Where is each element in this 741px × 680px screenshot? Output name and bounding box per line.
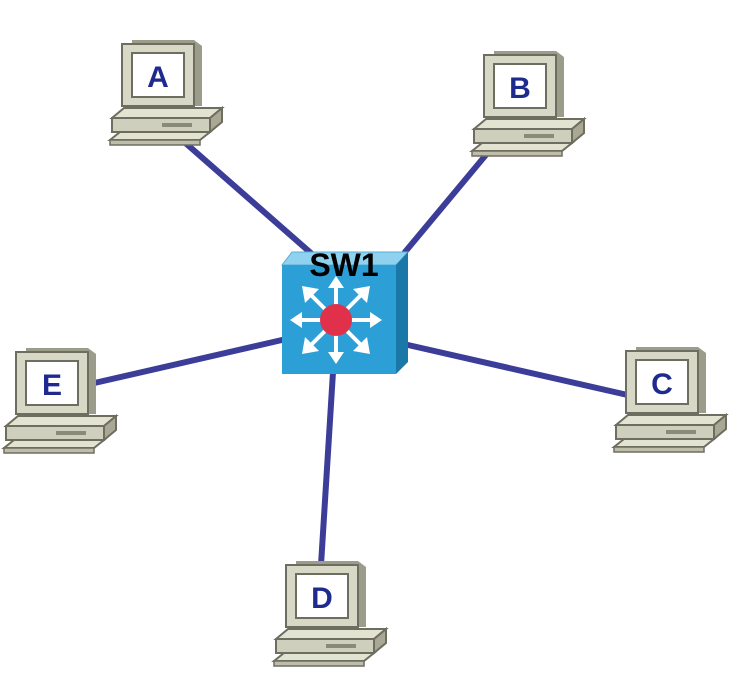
host-e-label: E [42, 369, 62, 402]
host-c-label: C [651, 368, 673, 401]
link-sw1-b [402, 147, 493, 255]
switch-sw1[interactable]: SW1 [280, 247, 410, 374]
host-e[interactable]: E [3, 347, 117, 454]
switch-core-icon [320, 304, 352, 336]
switch-label: SW1 [309, 247, 378, 283]
host-c[interactable]: C [613, 346, 727, 453]
host-d-label: D [311, 582, 333, 615]
host-a[interactable]: A [109, 39, 223, 146]
link-sw1-e [87, 337, 285, 387]
host-b[interactable]: B [471, 50, 585, 157]
host-d[interactable]: D [273, 560, 387, 667]
link-sw1-d [318, 369, 336, 568]
host-b-label: B [509, 72, 531, 105]
switch-side-face [396, 252, 408, 374]
switch-arrows-icon [290, 276, 382, 364]
links [87, 137, 635, 568]
link-sw1-c [405, 342, 635, 399]
link-sw1-a [179, 137, 315, 257]
host-a-label: A [147, 61, 169, 94]
